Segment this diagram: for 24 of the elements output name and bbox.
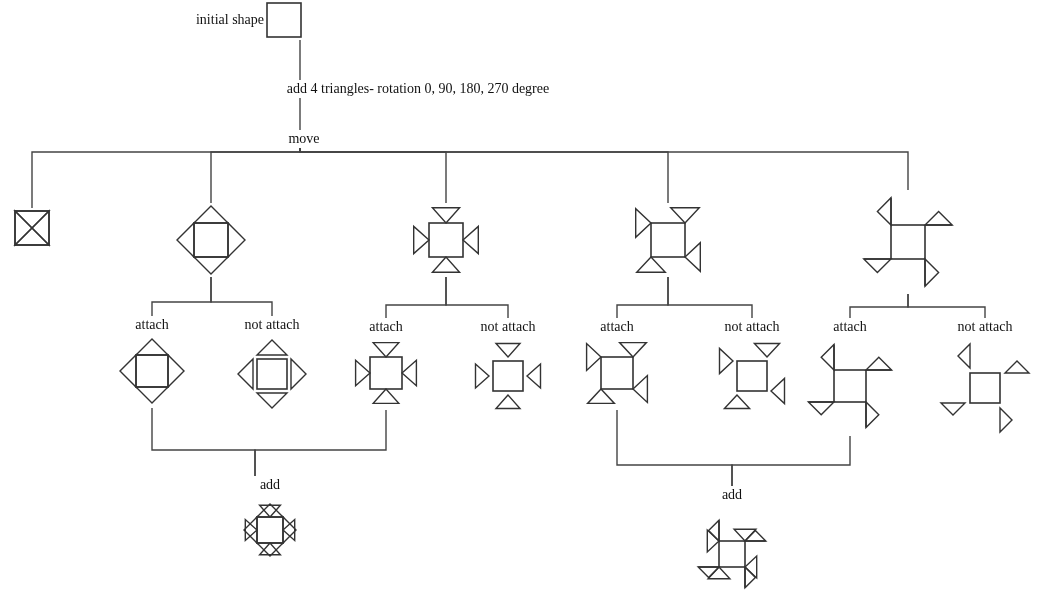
step-label: add 4 triangles- rotation 0, 90, 180, 270 degree [286,80,550,98]
connector-line [299,39,301,81]
square-triangles-drawing [174,203,248,277]
connector-line [731,435,851,487]
branch-label: not attach [724,318,780,336]
branch-label: attach [833,318,867,336]
connector-line [907,293,986,319]
branch-label: attach [135,316,169,334]
branch-label: add [259,476,281,494]
step-label: move [288,130,320,148]
connector-line [667,276,753,319]
branch-label: attach [600,318,634,336]
connector-line [445,276,509,319]
branch-label: add [721,486,743,504]
branch-label: not attach [480,318,536,336]
branch-label: attach [369,318,403,336]
branch-label: not attach [244,316,300,334]
connector-line [254,409,387,477]
branch-label: not attach [957,318,1013,336]
crossed-square-drawing [12,208,52,248]
shape-caption: initial shape [195,11,264,29]
connector-line [299,147,909,191]
connector-line [210,276,273,317]
connector-line [299,97,301,131]
